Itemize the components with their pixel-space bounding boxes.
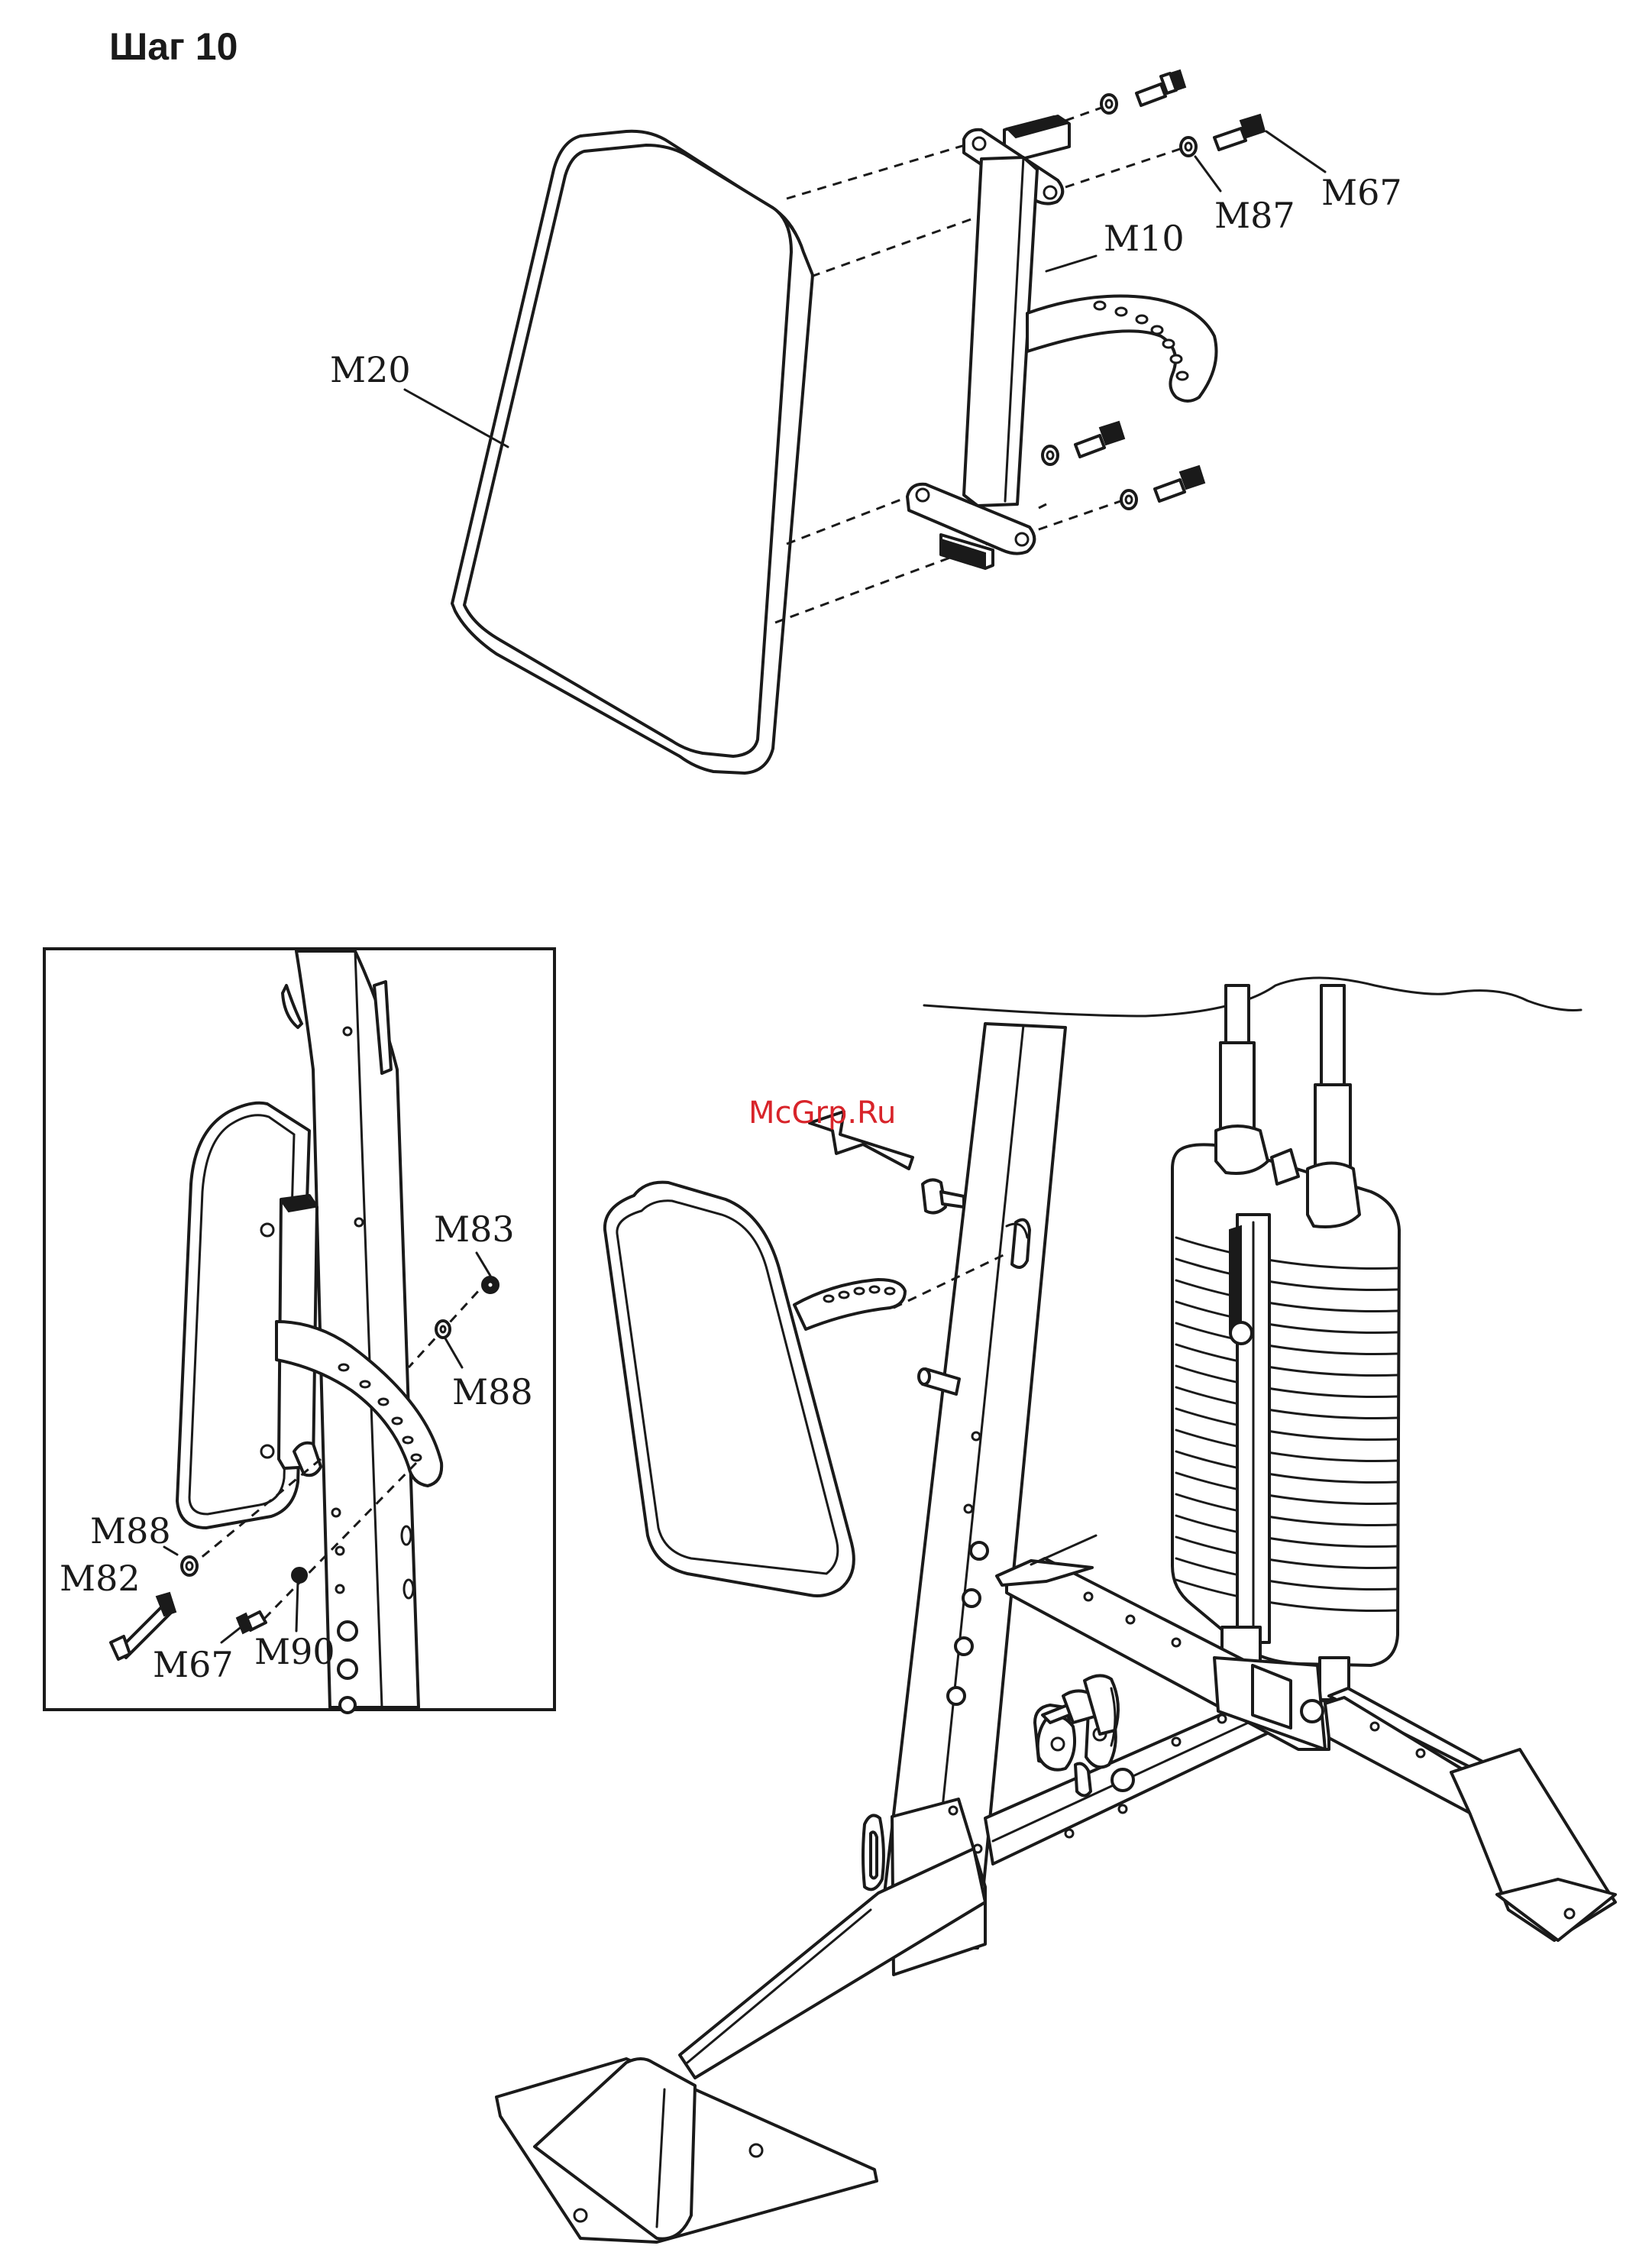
inset-detail: M83 M88 M88 M82 M67 M90	[44, 949, 554, 1713]
weight-stack	[1172, 1126, 1399, 1700]
inset-label-m83: M83	[434, 1209, 515, 1250]
step-title: Шаг 10	[109, 25, 238, 68]
inset-label-m88-right: M88	[452, 1371, 533, 1413]
top-fasteners	[1043, 70, 1265, 509]
label-m10: M10	[1104, 218, 1185, 259]
back-pad-m20	[452, 131, 813, 773]
machine-view: McGrp.Ru	[496, 978, 1615, 2242]
pulleys	[1035, 1675, 1118, 1769]
label-m67: M67	[1321, 172, 1402, 213]
inset-label-m88-left: M88	[90, 1510, 171, 1552]
pad-bracket-m10	[907, 116, 1217, 568]
inset-label-m67: M67	[153, 1644, 234, 1685]
watermark: McGrp.Ru	[748, 1095, 896, 1131]
inset-label-m90: M90	[254, 1631, 335, 1672]
inset-label-m82: M82	[60, 1558, 141, 1599]
label-m87: M87	[1214, 195, 1295, 236]
label-m20: M20	[330, 349, 411, 390]
top-exploded-view: M20 M10 M87 M67	[330, 70, 1402, 773]
